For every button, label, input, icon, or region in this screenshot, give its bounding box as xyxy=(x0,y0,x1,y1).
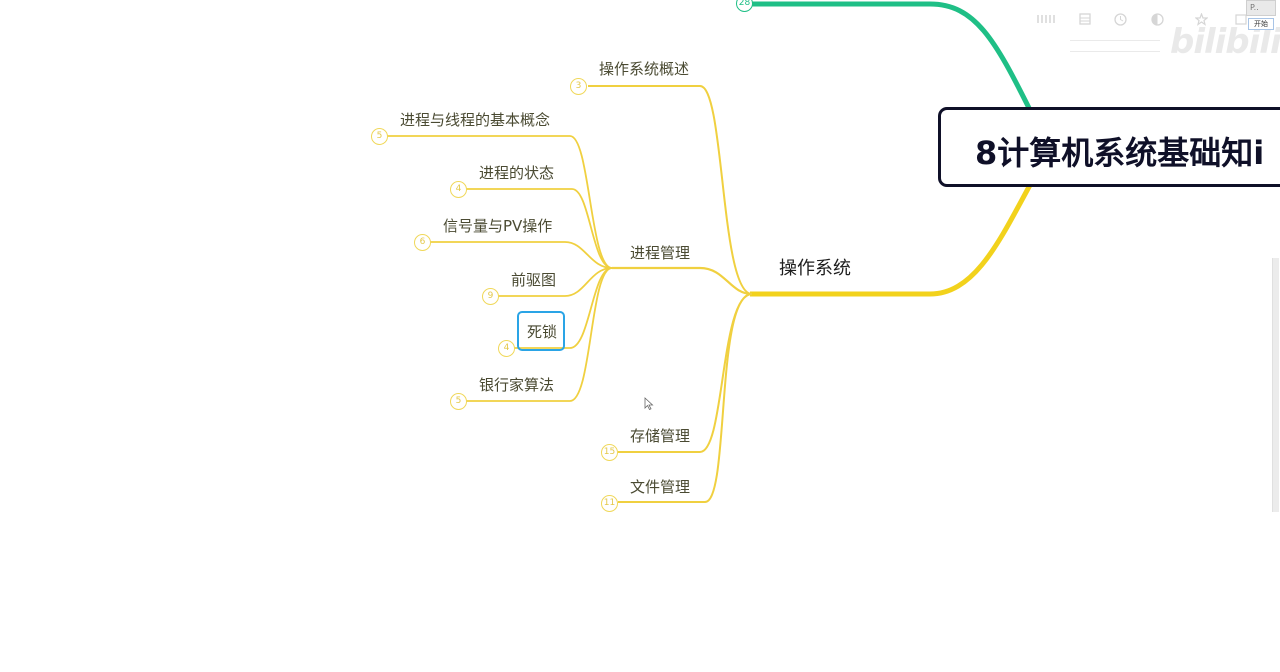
danmaku-icon[interactable] xyxy=(1036,13,1056,25)
collapsed-count-badge[interactable]: 9 xyxy=(482,288,499,305)
topic-deadlock[interactable]: 死锁 xyxy=(527,323,558,341)
star-icon[interactable] xyxy=(1195,13,1208,26)
vertical-scrollbar[interactable] xyxy=(1272,258,1279,512)
topic-process-management[interactable]: 进程管理 xyxy=(630,244,691,262)
topic-os-overview[interactable]: 操作系统概述 xyxy=(599,60,690,78)
collapsed-count-badge[interactable]: 5 xyxy=(371,128,388,145)
window-icon[interactable] xyxy=(1235,14,1247,25)
contrast-icon[interactable] xyxy=(1151,13,1164,26)
topic-process-states[interactable]: 进程的状态 xyxy=(479,164,555,182)
mouse-cursor-icon xyxy=(644,397,654,411)
start-button[interactable]: 开始 xyxy=(1248,18,1274,30)
topic-operating-system[interactable]: 操作系统 xyxy=(779,258,851,279)
topic-process-thread-concepts[interactable]: 进程与线程的基本概念 xyxy=(400,111,551,129)
watermark-decoration xyxy=(1070,40,1160,52)
collapsed-count-badge[interactable]: 3 xyxy=(570,78,587,95)
mini-window-thumbnail[interactable]: P.. xyxy=(1246,0,1276,16)
clock-icon[interactable] xyxy=(1114,13,1127,26)
topic-semaphore-pv[interactable]: 信号量与PV操作 xyxy=(443,217,553,235)
topic-storage-management[interactable]: 存储管理 xyxy=(630,427,691,445)
collapsed-count-badge[interactable]: 4 xyxy=(450,181,467,198)
collapsed-count-badge[interactable]: 11 xyxy=(601,495,618,512)
topic-bankers-algorithm[interactable]: 银行家算法 xyxy=(479,376,555,394)
collapsed-count-badge[interactable]: 28 xyxy=(736,0,753,12)
root-topic[interactable]: 8计算机系统基础知i xyxy=(938,107,1280,187)
collapsed-count-badge[interactable]: 4 xyxy=(498,340,515,357)
topic-file-management[interactable]: 文件管理 xyxy=(630,478,691,496)
selection-frame xyxy=(517,311,565,351)
collapsed-count-badge[interactable]: 5 xyxy=(450,393,467,410)
subtitle-icon[interactable] xyxy=(1079,13,1091,25)
topic-precedence-graph[interactable]: 前驱图 xyxy=(511,271,557,289)
collapsed-count-badge[interactable]: 6 xyxy=(414,234,431,251)
collapsed-count-badge[interactable]: 15 xyxy=(601,444,618,461)
root-topic-label: 8计算机系统基础知i xyxy=(975,134,1265,172)
